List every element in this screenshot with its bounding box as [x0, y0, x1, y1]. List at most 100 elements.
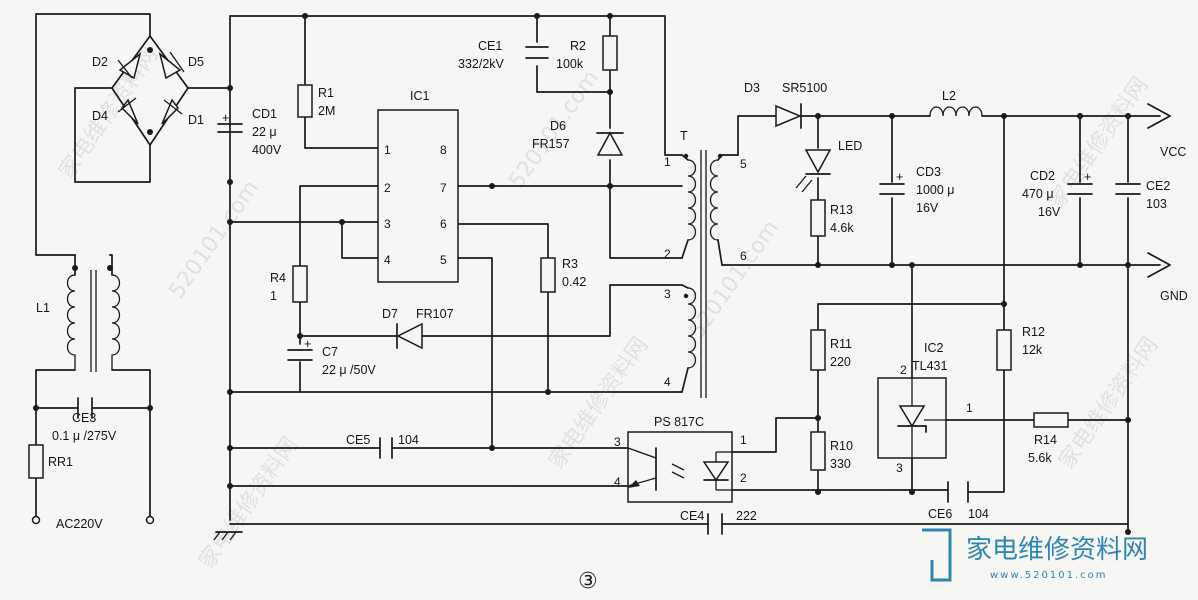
- label-D3: D3: [744, 81, 760, 95]
- svg-text:5: 5: [440, 253, 447, 267]
- svg-text:2: 2: [384, 181, 391, 195]
- svg-text:+: +: [304, 337, 311, 351]
- svg-text:6: 6: [740, 249, 747, 263]
- thermistor-RR1: [28, 444, 44, 479]
- label-R4: R4: [270, 271, 286, 285]
- diode-D6: [596, 131, 624, 156]
- site-logo: 家电维修资料网 www.520101.com: [922, 528, 1148, 582]
- capacitor-CD2: +: [1067, 170, 1093, 195]
- label-T: T: [680, 129, 688, 143]
- resistor-R10: [810, 431, 826, 471]
- svg-text:1: 1: [664, 155, 671, 169]
- label-CD2-volt: 16V: [1038, 205, 1061, 219]
- diode-D1: [161, 98, 179, 125]
- label-IC2-val: TL431: [912, 359, 947, 373]
- resistor-R1: [297, 84, 313, 118]
- watermark-text: 家电维修资料网: [194, 433, 303, 574]
- watermark-url: 520101.com: [684, 216, 784, 343]
- watermark-text: 家电维修资料网: [54, 43, 163, 184]
- gnd-arrow: [1147, 252, 1171, 278]
- ac-terminal-right: [145, 515, 155, 525]
- resistor-R4: [292, 265, 308, 303]
- svg-text:+: +: [222, 111, 229, 125]
- svg-text:8: 8: [440, 143, 447, 157]
- inductor-L1: [66, 270, 121, 372]
- label-LED: LED: [838, 139, 862, 153]
- led: [795, 149, 832, 193]
- watermark-text: 家电维修资料网: [1054, 333, 1163, 474]
- ac-terminal-left: [31, 515, 41, 525]
- label-D3-val: SR5100: [782, 81, 827, 95]
- label-L1: L1: [36, 301, 50, 315]
- label-R2: R2: [570, 39, 586, 53]
- svg-text:+: +: [896, 170, 903, 184]
- svg-text:1: 1: [966, 401, 973, 415]
- label-R14-val: 5.6k: [1028, 451, 1052, 465]
- svg-text:3: 3: [614, 435, 621, 449]
- transformer-T: [681, 150, 723, 398]
- watermark-text: 家电维修资料网: [1044, 73, 1153, 214]
- pin-numbers: 1 2 3 4 5 6 7 8 1 2 3 4 5 6 1 2 3 4 1 2 …: [384, 143, 973, 489]
- label-R14: R14: [1034, 433, 1057, 447]
- resistor-R2: [602, 35, 618, 71]
- svg-text:2: 2: [664, 247, 671, 261]
- figure-number: ③: [578, 569, 598, 594]
- label-L2: L2: [942, 89, 956, 103]
- label-D6-val: FR157: [532, 137, 570, 151]
- svg-text:1: 1: [740, 433, 747, 447]
- ic1-chip: [377, 109, 459, 283]
- capacitor-CD1: +: [217, 111, 243, 133]
- label-CE5: CE5: [346, 433, 370, 447]
- label-D7-val: FR107: [416, 307, 454, 321]
- label-R3: R3: [562, 257, 578, 271]
- label-C7-val: 22 μ /50V: [322, 363, 376, 377]
- label-CE3: CE3: [72, 411, 96, 425]
- svg-text:6: 6: [440, 217, 447, 231]
- capacitor-CE1: [525, 46, 549, 59]
- svg-text:+: +: [1084, 170, 1091, 184]
- label-R12-val: 12k: [1022, 343, 1043, 357]
- label-D1: D1: [188, 113, 204, 127]
- label-CE3-val: 0.1 μ /275V: [52, 429, 117, 443]
- capacitor-CE3: [77, 397, 93, 419]
- label-R11-val: 220: [830, 355, 851, 369]
- junctions: [33, 13, 1131, 535]
- logo-title: 家电维修资料网: [966, 535, 1148, 565]
- label-CD2: CD2: [1030, 169, 1055, 183]
- resistor-R12: [996, 329, 1012, 371]
- label-AC220V: AC220V: [56, 517, 103, 531]
- svg-text:2: 2: [740, 471, 747, 485]
- capacitor-CE2: [1115, 183, 1141, 195]
- svg-text:4: 4: [384, 253, 391, 267]
- label-CD3-cap: 1000 μ: [916, 183, 954, 197]
- diode-D2: [118, 52, 142, 80]
- resistor-R14: [1033, 412, 1069, 428]
- label-R13: R13: [830, 203, 853, 217]
- label-D6: D6: [550, 119, 566, 133]
- capacitor-CE4: [707, 513, 723, 535]
- diode-D5: [158, 52, 182, 80]
- label-CE1: CE1: [478, 39, 502, 53]
- ic2-tl431: [877, 377, 947, 459]
- inductor-L2: [929, 106, 983, 117]
- label-CE6-val: 104: [968, 507, 989, 521]
- svg-text:3: 3: [384, 217, 391, 231]
- diode-D7: [396, 322, 423, 350]
- wiring: [35, 13, 1161, 541]
- logo-url: www.520101.com: [990, 570, 1108, 581]
- svg-text:3: 3: [896, 461, 903, 475]
- label-CE4-val: 222: [736, 509, 757, 523]
- watermark-layer: 家电维修资料网 520101.com 家电维修资料网 520101.com 家电…: [54, 43, 1163, 574]
- svg-text:4: 4: [614, 475, 621, 489]
- label-CE4: CE4: [680, 509, 704, 523]
- label-C7: C7: [322, 345, 338, 359]
- label-R1: R1: [318, 86, 334, 100]
- resistor-R13: [810, 199, 826, 237]
- optocoupler-ps817c: [627, 431, 733, 503]
- label-R10: R10: [830, 439, 853, 453]
- label-R3-val: 0.42: [562, 275, 586, 289]
- resistor-R3: [540, 257, 556, 293]
- svg-text:7: 7: [440, 181, 447, 195]
- svg-text:5: 5: [740, 157, 747, 171]
